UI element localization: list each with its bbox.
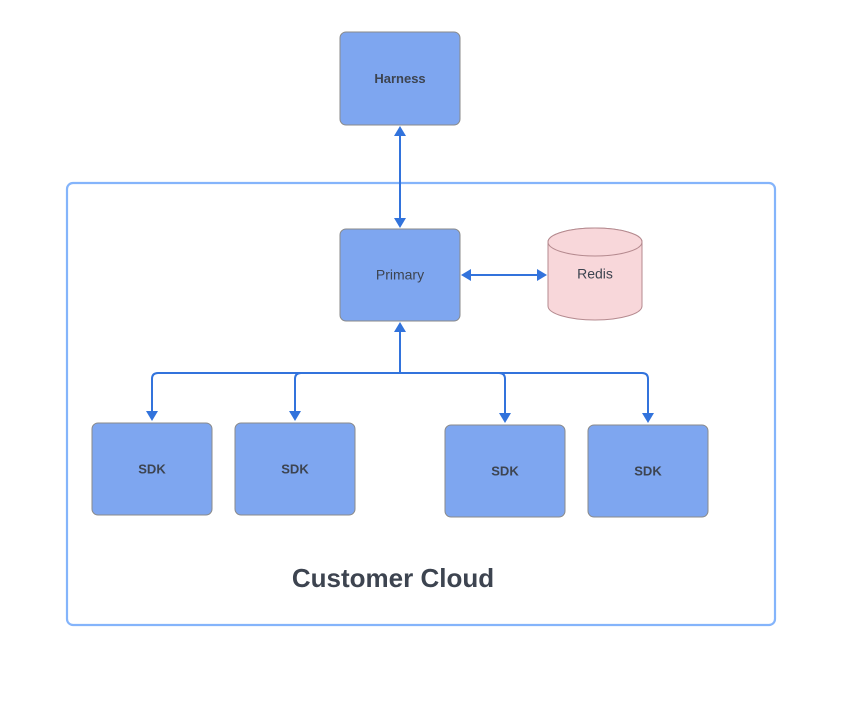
node-label-sdk-4: SDK xyxy=(634,463,662,478)
node-label-sdk-3: SDK xyxy=(491,463,519,478)
arrowhead-down-icon xyxy=(394,218,406,228)
arrowhead-left-icon xyxy=(461,269,471,281)
node-label-primary: Primary xyxy=(376,267,424,283)
connector-branch-0 xyxy=(151,372,400,411)
node-label-sdk-2: SDK xyxy=(281,461,309,476)
node-label-harness: Harness xyxy=(374,71,425,86)
arrowhead-right-icon xyxy=(537,269,547,281)
connectors-layer xyxy=(146,126,654,423)
node-sdk-3[interactable]: SDK xyxy=(444,424,566,518)
node-shape-box xyxy=(91,422,213,516)
connector-sdk-fanin xyxy=(146,322,654,423)
node-label-redis: Redis xyxy=(577,266,613,282)
node-redis[interactable]: Redis xyxy=(547,227,643,321)
node-sdk-1[interactable]: SDK xyxy=(91,422,213,516)
node-shape-box xyxy=(444,424,566,518)
connector-branch-3 xyxy=(400,372,649,413)
node-shape-cylinder-top xyxy=(547,227,643,257)
arrowhead-down-icon xyxy=(289,411,301,421)
connector-branch-2 xyxy=(400,372,506,413)
connector-primary-redis xyxy=(461,269,547,281)
node-shape-box xyxy=(339,228,461,322)
node-label-sdk-1: SDK xyxy=(138,461,166,476)
node-shape-box xyxy=(587,424,709,518)
node-harness[interactable]: Harness xyxy=(339,31,461,126)
arrowhead-down-icon xyxy=(146,411,158,421)
arrowhead-down-icon xyxy=(642,413,654,423)
arrowhead-up-icon xyxy=(394,322,406,332)
customer-cloud-boundary xyxy=(65,181,777,627)
customer-cloud-title: Customer Cloud xyxy=(292,563,494,593)
node-sdk-2[interactable]: SDK xyxy=(234,422,356,516)
node-shape-box xyxy=(339,31,461,126)
connector-harness-primary xyxy=(394,126,406,228)
connector-branch-1 xyxy=(294,372,400,411)
arrowhead-down-icon xyxy=(499,413,511,423)
node-primary[interactable]: Primary xyxy=(339,228,461,322)
node-shape-box xyxy=(234,422,356,516)
arrowhead-up-icon xyxy=(394,126,406,136)
node-sdk-4[interactable]: SDK xyxy=(587,424,709,518)
